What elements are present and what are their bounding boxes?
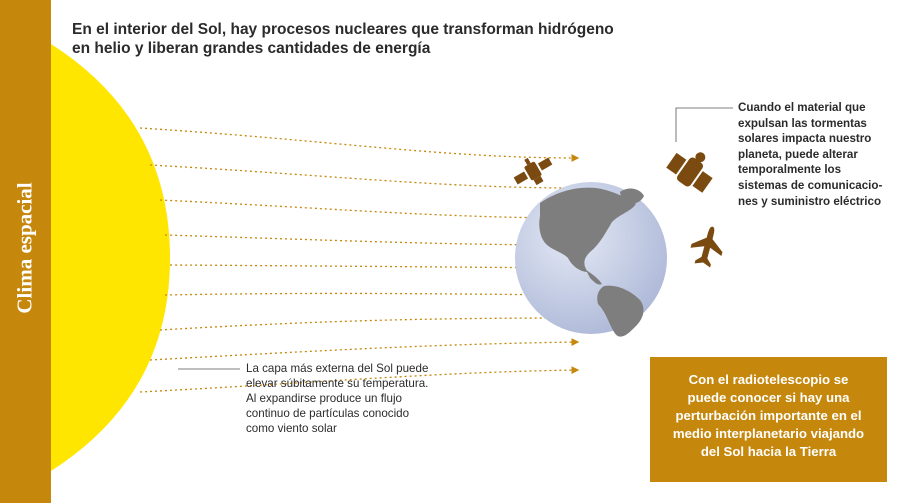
radiotelescope-info-box: Con el radiotelescopio se puede conocer … xyxy=(650,357,887,482)
callout-line: expulsan las tormentas xyxy=(738,116,867,130)
south-america xyxy=(597,285,644,337)
callout-line: como viento solar xyxy=(246,422,337,435)
earth-globe xyxy=(515,182,667,337)
callout-line: nes y suministro eléctrico xyxy=(738,194,882,208)
callout-line: La capa más externa del Sol puede xyxy=(246,362,429,375)
headline: En el interior del Sol, hay procesos nuc… xyxy=(72,20,632,58)
flux-line xyxy=(159,199,580,222)
callout-line: Al expandirse produce un flujo xyxy=(246,392,402,405)
satellite-icon xyxy=(513,157,553,186)
flux-line xyxy=(164,234,580,249)
info-line: perturbación importante en el xyxy=(675,408,862,423)
flux-line xyxy=(139,127,580,162)
flux-line xyxy=(164,291,580,299)
north-america xyxy=(539,187,636,272)
satellite-icon xyxy=(666,152,713,193)
callout-line: continuo de partículas conocido xyxy=(246,407,410,420)
solar-wind-lines xyxy=(139,127,580,393)
sidebar: Clima espacial xyxy=(0,0,51,503)
headline-line-2: en helio y liberan grandes cantidades de… xyxy=(72,40,431,57)
callout-line: planeta, puede alterar xyxy=(738,147,858,161)
callout-solar-wind: La capa más externa del Sol puede elevar… xyxy=(246,361,476,436)
airplane-icon xyxy=(690,226,723,268)
flux-line xyxy=(149,338,580,361)
callout-line: solares impacta nuestro xyxy=(738,132,872,146)
info-line: medio interplanetario viajando xyxy=(672,426,865,441)
info-line: Con el radiotelescopio se xyxy=(688,372,849,387)
sun xyxy=(51,44,170,471)
callout-line: Cuando el material que xyxy=(738,101,866,114)
headline-line-1: En el interior del Sol, hay procesos nuc… xyxy=(72,21,614,38)
central-america xyxy=(586,270,602,285)
callout-line: temporalmente los xyxy=(738,163,842,177)
info-line: del Sol hacia la Tierra xyxy=(700,444,837,459)
flux-line xyxy=(159,314,580,331)
leader-line-storms xyxy=(675,107,733,142)
info-line: puede conocer si hay una xyxy=(687,390,850,405)
greenland xyxy=(620,188,644,204)
callout-line: elevar súbitamente su temperatura. xyxy=(246,377,429,390)
flux-line xyxy=(149,164,580,192)
callout-storms: Cuando el material que expulsan las torm… xyxy=(738,100,903,209)
callout-line: sistemas de comunicacio- xyxy=(738,178,883,192)
